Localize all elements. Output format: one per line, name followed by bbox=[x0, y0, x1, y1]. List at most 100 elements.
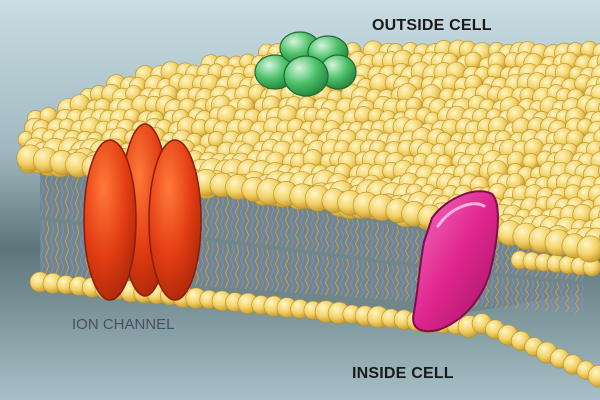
lipid-tail bbox=[289, 207, 295, 249]
lipid-tail bbox=[484, 275, 490, 308]
lipid-tail bbox=[339, 216, 345, 255]
lipid-tail bbox=[309, 254, 315, 295]
lipid-tail bbox=[289, 251, 295, 293]
lipid-tail bbox=[54, 222, 60, 276]
lipid-tail bbox=[504, 277, 510, 309]
lipid-tail bbox=[294, 208, 300, 249]
inside-cell-label: INSIDE CELL bbox=[352, 365, 454, 382]
lipid-tail bbox=[344, 258, 350, 297]
lipid-tail bbox=[334, 257, 340, 297]
lipid-tail bbox=[499, 241, 505, 274]
lipid-tail bbox=[409, 266, 415, 302]
lipid-tail bbox=[374, 222, 380, 259]
lipid-tail bbox=[519, 278, 525, 310]
lipid-tail bbox=[259, 201, 265, 245]
lipid-tail bbox=[329, 256, 335, 296]
lipid-tail bbox=[379, 223, 385, 260]
lipid-tail bbox=[239, 245, 245, 290]
lipid-tail bbox=[244, 246, 250, 290]
lipid-tail bbox=[214, 193, 220, 239]
lipid-tail bbox=[364, 261, 370, 299]
lipid-tail bbox=[354, 259, 360, 298]
lipid-tail bbox=[384, 224, 390, 261]
lipid-tail bbox=[64, 166, 70, 220]
lipid-tail bbox=[304, 209, 310, 251]
lipid-tail bbox=[44, 220, 50, 275]
ion-channel bbox=[83, 123, 202, 301]
ion-channel-label: ION CHANNEL bbox=[72, 316, 175, 333]
lipid-tail bbox=[284, 206, 290, 248]
lipid-tail bbox=[59, 222, 65, 276]
lipid-tail bbox=[344, 217, 350, 256]
transmembrane-protein-body bbox=[412, 190, 499, 333]
lipid-tail bbox=[504, 242, 510, 274]
lipid-tail bbox=[299, 208, 305, 250]
lipid-tail bbox=[509, 277, 515, 309]
lipid-tail bbox=[284, 251, 290, 293]
lipid-tail bbox=[489, 275, 495, 308]
lipid-tail bbox=[219, 242, 225, 288]
lipid-tail bbox=[319, 255, 325, 295]
lipid-tail bbox=[574, 284, 580, 314]
lipid-tail bbox=[359, 260, 365, 298]
lipid-tail bbox=[224, 243, 230, 288]
lipid-tail bbox=[39, 220, 45, 275]
lipid-tail bbox=[579, 284, 585, 315]
lipid-tail bbox=[229, 196, 235, 241]
lipid-tail bbox=[209, 241, 215, 287]
lipid-tail bbox=[409, 228, 415, 264]
lipid-tail bbox=[279, 250, 285, 293]
lipid-tail bbox=[379, 263, 385, 300]
glycoprotein bbox=[254, 31, 357, 97]
lipid-tail bbox=[249, 199, 255, 244]
lipid-tail bbox=[349, 217, 355, 256]
lipid-tail bbox=[354, 218, 360, 257]
lipid-tail bbox=[239, 198, 245, 242]
lipid-tail bbox=[374, 262, 380, 299]
lipid-tail bbox=[389, 225, 395, 261]
lipid-tail bbox=[264, 248, 270, 291]
lipid-tail bbox=[399, 226, 405, 263]
lipid-tail bbox=[534, 280, 540, 311]
lipid-tail bbox=[274, 249, 280, 292]
lipid-tail bbox=[304, 253, 310, 294]
lipid-tail bbox=[524, 279, 530, 310]
lipid-tail bbox=[389, 264, 395, 301]
lipid-tail bbox=[324, 256, 330, 296]
lipid-tail bbox=[334, 215, 340, 254]
glycoprotein-sphere bbox=[283, 55, 329, 97]
lipid-tail bbox=[564, 283, 570, 313]
lipid-tail bbox=[259, 247, 265, 291]
lipid-tail bbox=[494, 241, 500, 273]
lipid-tail bbox=[204, 191, 210, 238]
lipid-tail bbox=[199, 190, 205, 237]
lipid-tail bbox=[234, 197, 240, 242]
lipid-tail bbox=[214, 242, 220, 288]
ion-channel-subunit bbox=[148, 139, 202, 301]
lipid-tail bbox=[49, 221, 55, 276]
lipid-tail bbox=[329, 214, 335, 254]
lipid-tail bbox=[539, 280, 545, 312]
lipid-tail bbox=[369, 221, 375, 259]
lipid-tail bbox=[494, 276, 500, 308]
lipid-tail bbox=[269, 249, 275, 292]
lipid-tail bbox=[64, 223, 70, 277]
lipid-tail bbox=[309, 210, 315, 251]
lipid-tail bbox=[244, 199, 250, 243]
lipid-tail bbox=[79, 225, 85, 278]
lipid-tail bbox=[339, 258, 345, 297]
lipid-tail bbox=[269, 203, 275, 246]
lipid-tail bbox=[69, 224, 75, 277]
lipid-tail bbox=[544, 281, 550, 312]
lipid-tail bbox=[219, 194, 225, 240]
lipid-head bbox=[576, 235, 600, 263]
lipid-tail bbox=[229, 244, 235, 289]
lipid-tail bbox=[234, 244, 240, 289]
lipid-tail bbox=[209, 192, 215, 238]
outside-cell-label: OUTSIDE CELL bbox=[372, 17, 492, 34]
transmembrane-protein bbox=[412, 190, 499, 333]
lipid-tail bbox=[254, 200, 260, 244]
lipid-tail bbox=[349, 259, 355, 298]
lipid-tail bbox=[264, 202, 270, 245]
